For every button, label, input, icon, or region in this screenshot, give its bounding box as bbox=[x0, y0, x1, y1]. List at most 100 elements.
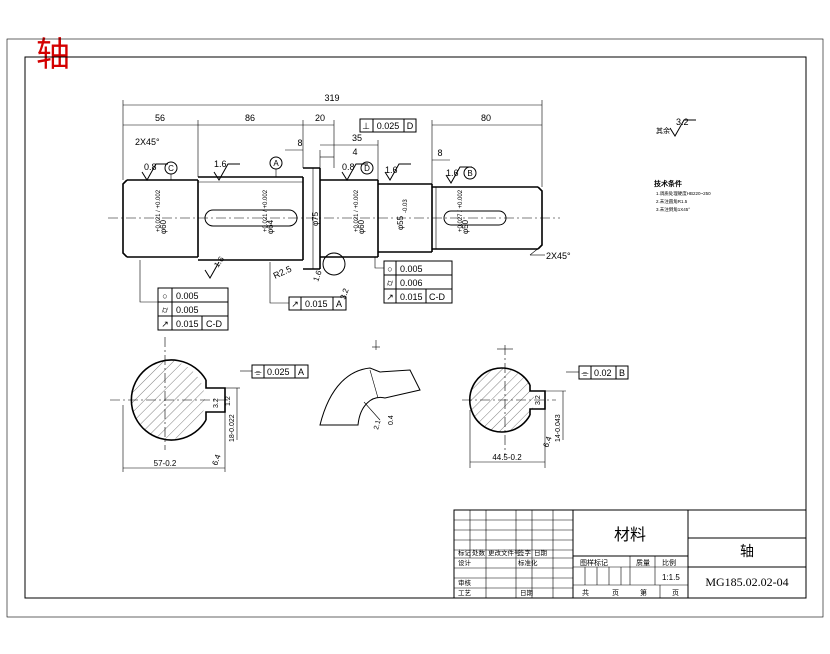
svg-text:⌯: ⌯ bbox=[254, 367, 262, 377]
svg-text:0.025: 0.025 bbox=[267, 367, 290, 377]
svg-text:⌭: ⌭ bbox=[162, 305, 169, 315]
dim-80: 80 bbox=[481, 113, 491, 123]
s1-keydepth: 18-0.022 bbox=[229, 414, 236, 442]
datum-c: C bbox=[164, 161, 178, 180]
dim-35: 35 bbox=[352, 133, 362, 143]
fcf-mid-runout: ↗ 0.015 A bbox=[269, 262, 347, 311]
tb-sheet: 第 bbox=[640, 588, 647, 597]
detail-view: 2.1 0.4 bbox=[319, 340, 421, 431]
s2-rough-c: 6.4 bbox=[541, 435, 553, 449]
tb-ratio: 比例 bbox=[662, 558, 676, 567]
dia-50-tol: +0.027 / +0.002 bbox=[458, 189, 464, 232]
fcf-sec2: ⌯ 0.02 B bbox=[566, 365, 629, 380]
svg-text:↗: ↗ bbox=[161, 319, 169, 329]
svg-text:A: A bbox=[298, 367, 304, 377]
svg-text:C-D: C-D bbox=[429, 292, 445, 302]
outer-border bbox=[6, 38, 824, 618]
svg-text:⌭: ⌭ bbox=[387, 278, 394, 288]
svg-text:D: D bbox=[407, 121, 414, 131]
rough-other: 3.2 bbox=[676, 117, 689, 127]
dim-overall: 319 bbox=[324, 93, 339, 103]
tb-page: 页 bbox=[612, 589, 619, 597]
dia-55: φ55 bbox=[396, 215, 405, 230]
datum-a: A bbox=[269, 156, 283, 177]
svg-text:B: B bbox=[467, 169, 472, 178]
dim-8b: 8 bbox=[437, 148, 442, 158]
rough-16b: 1.6 bbox=[385, 165, 398, 175]
tb-weight: 质量 bbox=[636, 558, 650, 567]
dim-r25: R2.5 bbox=[272, 264, 293, 281]
dimension-lines bbox=[123, 104, 542, 161]
svg-text:D: D bbox=[364, 164, 370, 173]
chamfer-left: 2X45° bbox=[135, 137, 160, 147]
tb-review: 审核 bbox=[458, 578, 472, 587]
tb-scale: 1:1.5 bbox=[662, 573, 680, 582]
svg-text:A: A bbox=[336, 299, 342, 309]
fcf-left-stack: ○ 0.005 ⌭ 0.005 ↗ 0.015 C-D bbox=[139, 260, 229, 331]
tb-h-mark: 标记 bbox=[458, 548, 472, 557]
fcf-sec1: ⌯ 0.025 A bbox=[240, 364, 309, 379]
detail-r: 2.1 bbox=[373, 419, 382, 430]
dim-8a: 8 bbox=[297, 138, 302, 148]
svg-text:0.005: 0.005 bbox=[176, 291, 199, 301]
extension-lines bbox=[122, 100, 543, 187]
tb-h-sign: 签字 bbox=[518, 548, 532, 557]
roughness-symbols bbox=[141, 119, 696, 279]
svg-text:0.015: 0.015 bbox=[176, 319, 199, 329]
tb-h-file: 更改文件号 bbox=[488, 548, 521, 557]
s1-rough-c: 6.4 bbox=[210, 453, 222, 467]
svg-text:0.005: 0.005 bbox=[400, 264, 423, 274]
datum-b: B bbox=[463, 166, 477, 180]
dia-50: φ50 bbox=[461, 219, 470, 234]
svg-text:0.015: 0.015 bbox=[305, 299, 328, 309]
tb-design: 设计 bbox=[458, 558, 472, 567]
tb-sheet-page: 页 bbox=[672, 589, 679, 597]
tech-line-2: 2.未注圆角R1.5 bbox=[656, 198, 688, 205]
tb-material: 材料 bbox=[614, 526, 646, 544]
section-2: 44.5-0.2 14-0.043 3.2 6.4 bbox=[462, 345, 566, 468]
svg-text:C: C bbox=[168, 164, 174, 173]
tb-date-row: 日期 bbox=[520, 589, 534, 597]
tb-name: 轴 bbox=[740, 543, 754, 559]
tb-h-date: 日期 bbox=[534, 549, 548, 557]
s2-rough: 3.2 bbox=[535, 395, 542, 405]
svg-text:○: ○ bbox=[162, 291, 167, 301]
tb-code: MG185.02.02-04 bbox=[705, 575, 788, 589]
dia-60b-tol: +0.021 / +0.002 bbox=[354, 189, 360, 232]
dia-60b: φ60 bbox=[357, 219, 366, 234]
chamfer-right: 2X45° bbox=[546, 251, 571, 261]
svg-text:0.005: 0.005 bbox=[176, 305, 199, 315]
tb-h-count: 处数 bbox=[472, 548, 486, 557]
tech-line-1: 1.调质处理硬度HB220~250 bbox=[656, 190, 711, 197]
dim-20: 20 bbox=[315, 113, 325, 123]
svg-text:A: A bbox=[273, 159, 279, 168]
svg-text:⌯: ⌯ bbox=[581, 368, 589, 378]
datum-d: D bbox=[360, 161, 374, 175]
fcf-right-stack: ○ 0.005 ⌭ 0.006 ↗ 0.015 C-D bbox=[374, 257, 453, 304]
svg-text:B: B bbox=[619, 368, 625, 378]
dia-75: φ75 bbox=[311, 211, 320, 226]
rough-08b: 0.8 bbox=[342, 162, 355, 172]
dia-64: φ64 bbox=[266, 219, 275, 234]
s2-width: 44.5-0.2 bbox=[492, 453, 522, 462]
angle-1: 1.6 bbox=[212, 254, 226, 269]
dia-64-tol: +0.021 / +0.002 bbox=[263, 189, 269, 232]
s1-width: 57-0.2 bbox=[154, 459, 177, 468]
svg-text:0.02: 0.02 bbox=[594, 368, 612, 378]
tb-stage: 图样标记 bbox=[580, 558, 608, 567]
svg-text:0.025: 0.025 bbox=[377, 121, 400, 131]
rough-16c: 1.6 bbox=[446, 168, 459, 178]
dia-60a: φ60 bbox=[159, 219, 168, 234]
tech-title: 技术条件 bbox=[654, 179, 682, 188]
tb-process: 工艺 bbox=[458, 589, 472, 597]
tech-notes: 技术条件 1.调质处理硬度HB220~250 2.未注圆角R1.5 3.未注倒角… bbox=[654, 179, 711, 213]
svg-text:↗: ↗ bbox=[386, 292, 394, 302]
dim-56: 56 bbox=[155, 113, 165, 123]
dim-4: 4 bbox=[352, 147, 357, 157]
angle-2: 1.6 bbox=[311, 269, 323, 283]
inner-border bbox=[24, 56, 807, 599]
svg-text:↗: ↗ bbox=[291, 299, 299, 309]
svg-text:0.006: 0.006 bbox=[400, 278, 423, 288]
dia-55-tol: -0.03 bbox=[403, 199, 409, 213]
